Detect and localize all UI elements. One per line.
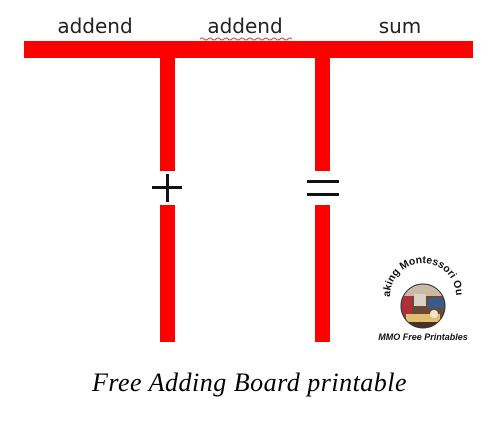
label-addend-1: addend [57, 14, 133, 38]
top-bar [24, 41, 473, 58]
image-caption: Free Adding Board printable [91, 368, 408, 397]
logo-caption: MMO Free Printables [378, 332, 468, 342]
label-addend-2: addend [207, 14, 283, 38]
divider-bar-1-upper [160, 58, 175, 171]
divider-bar-1-lower [160, 205, 175, 342]
mmo-logo: Making Montessori Ours [378, 248, 465, 329]
divider-bar-2-upper [315, 58, 330, 171]
label-sum: sum [378, 14, 422, 38]
divider-bar-2-lower [315, 205, 330, 342]
spellcheck-underline [200, 37, 292, 41]
